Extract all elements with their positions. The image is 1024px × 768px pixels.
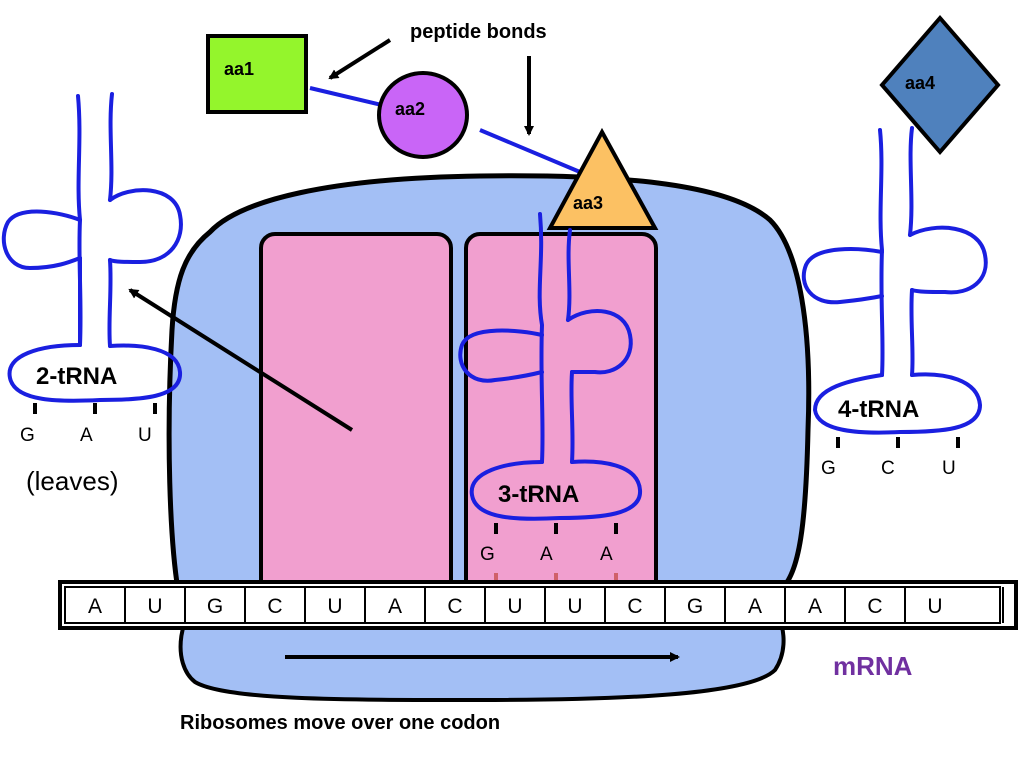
aa3-triangle bbox=[546, 127, 659, 230]
mrna-base: G bbox=[687, 595, 703, 618]
mrna-base: A bbox=[748, 595, 762, 618]
mrna-base: U bbox=[567, 595, 582, 618]
aa2-circle bbox=[377, 71, 469, 159]
trna-3 bbox=[458, 212, 642, 521]
trna-4-label: 4-tRNA bbox=[838, 396, 919, 423]
mrna-base: C bbox=[627, 595, 642, 618]
trna-4-anticodon-2: C bbox=[881, 458, 895, 479]
peptide-bonds-label: peptide bonds bbox=[410, 21, 547, 43]
arrow-to-aa1 bbox=[328, 38, 392, 80]
ribosome-site-right bbox=[464, 232, 658, 596]
aa3-label: aa3 bbox=[573, 193, 603, 213]
trna-3-anticodon-1: G bbox=[480, 544, 495, 565]
trna-3-anticodon-2: A bbox=[540, 544, 553, 565]
trna-2-anticodon-2: A bbox=[80, 425, 93, 446]
aa4-label: aa4 bbox=[905, 73, 935, 93]
trna-4-anticodon-3: U bbox=[942, 458, 956, 479]
mrna-outline bbox=[58, 580, 1018, 630]
mrna-base: A bbox=[388, 595, 402, 618]
trna-2-label: 2-tRNA bbox=[36, 363, 117, 390]
mrna-base: C bbox=[867, 595, 882, 618]
aa1-square bbox=[206, 34, 308, 114]
mrna-base: U bbox=[147, 595, 162, 618]
peptide-bond-1 bbox=[309, 86, 383, 107]
trna-3-label: 3-tRNA bbox=[498, 481, 579, 508]
trna-4 bbox=[801, 126, 988, 435]
trna-2-anticodon-3: U bbox=[138, 425, 152, 446]
ribosome-site-left bbox=[259, 232, 453, 596]
trna-3-anticodon-3: A bbox=[600, 544, 613, 565]
mrna-base: C bbox=[447, 595, 462, 618]
aa2-label: aa2 bbox=[395, 99, 425, 119]
mrna-base: G bbox=[207, 595, 223, 618]
peptide-bond-2 bbox=[479, 128, 581, 174]
trna-4-anticodon-1: G bbox=[821, 458, 836, 479]
aa4-diamond bbox=[879, 14, 1001, 156]
mrna-label: mRNA bbox=[833, 651, 913, 681]
leaves-label: (leaves) bbox=[26, 466, 118, 496]
mrna-base: C bbox=[267, 595, 282, 618]
caption: Ribosomes move over one codon bbox=[180, 712, 500, 734]
mrna-base: U bbox=[927, 595, 942, 618]
aa1-label: aa1 bbox=[224, 59, 254, 79]
trna-2 bbox=[1, 92, 183, 403]
mrna-inner-outline bbox=[64, 586, 1001, 624]
mrna-base: U bbox=[507, 595, 522, 618]
mrna-base: A bbox=[88, 595, 102, 618]
mrna-base: A bbox=[808, 595, 822, 618]
trna-2-anticodon-1: G bbox=[20, 425, 35, 446]
mrna-base: U bbox=[327, 595, 342, 618]
leaving-arrow bbox=[128, 288, 354, 432]
